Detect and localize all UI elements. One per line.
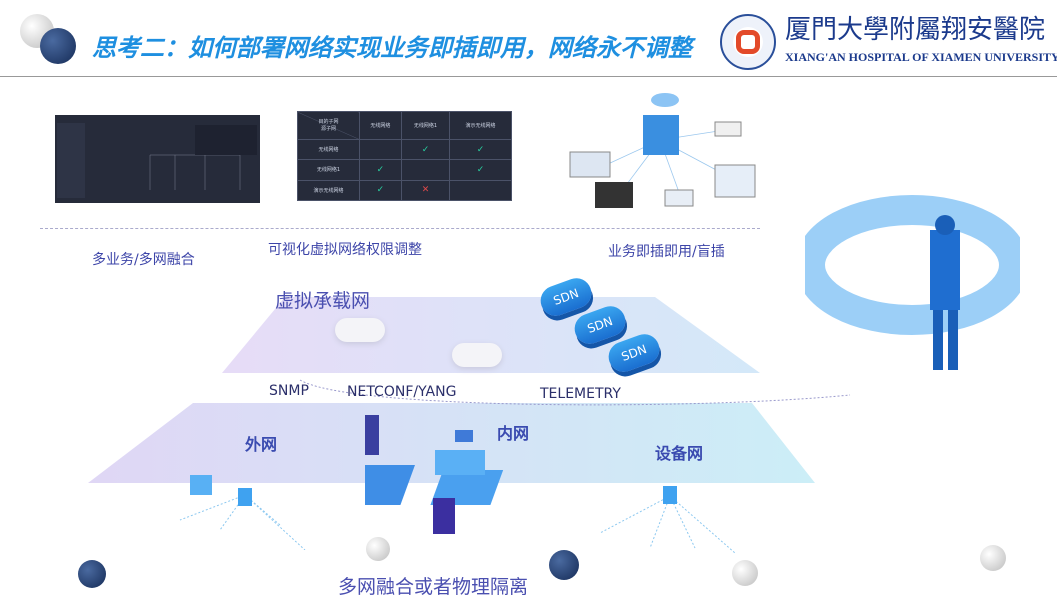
table-row: 演示无线网络✓✕: [297, 179, 512, 202]
net-inner: 内网: [497, 424, 530, 443]
cell: ✓: [449, 138, 512, 161]
header-divider: [0, 76, 1057, 77]
cell: ✓: [358, 179, 402, 202]
corner-bottom: 源子网: [320, 126, 336, 133]
col-header: 演示无线网络: [449, 111, 512, 140]
row-name: 无线网络: [297, 138, 360, 161]
bottom-label: 多网融合或者物理隔离: [338, 576, 529, 598]
protocol-netconf: NETCONF/YANG: [347, 384, 457, 400]
sdn-label: SDN: [619, 342, 649, 364]
label-visual: 可视化虚拟网络权限调整: [268, 242, 422, 258]
decor-ball: [366, 537, 390, 561]
cloud-icon: [452, 343, 502, 367]
decor-ball: [980, 545, 1006, 571]
sdn-label: SDN: [585, 314, 615, 336]
label-multi: 多业务/多网融合: [92, 252, 195, 268]
cell: [400, 159, 451, 181]
sdn-label: SDN: [551, 286, 581, 308]
topology-screenshot: [55, 115, 260, 203]
hologram-illustration: [795, 190, 1029, 380]
row-name: 无线网络1: [297, 159, 360, 181]
section-divider: [40, 228, 760, 229]
cell: ✓: [400, 138, 451, 161]
decor-ball: [40, 28, 76, 64]
cell: ✕: [400, 179, 451, 202]
hospital-seal-logo: [720, 14, 776, 70]
cell: [358, 138, 402, 161]
devices-illustration: [555, 90, 775, 215]
col-header: 无线网络1: [400, 111, 451, 140]
sdn-cloud: SDN: [604, 330, 664, 376]
row-name: 演示无线网络: [297, 179, 360, 202]
protocol-snmp: SNMP: [269, 383, 309, 399]
cell: [449, 179, 512, 202]
cell: ✓: [358, 159, 402, 181]
virtual-network-label: 虚拟承载网: [275, 290, 371, 312]
decor-ball: [732, 560, 758, 586]
device-node-tree: [585, 478, 745, 558]
label-plug: 业务即插即用/盲插: [608, 244, 725, 260]
logo-cn: 厦門大學附屬翔安醫院: [785, 15, 1046, 45]
corner-top: 目的子网: [318, 119, 339, 126]
datacenter-illustration: [340, 410, 545, 535]
protocol-telemetry: TELEMETRY: [540, 386, 621, 402]
cell: ✓: [449, 159, 512, 181]
decor-ball: [549, 550, 579, 580]
outer-node-tree: [160, 470, 320, 551]
logo-en: XIANG'AN HOSPITAL OF XIAMEN UNIVERSITY: [785, 50, 1057, 64]
decor-ball: [78, 560, 106, 588]
page-title: 思考二：如何部署网络实现业务即插即用，网络永不调整: [92, 34, 692, 62]
net-device: 设备网: [655, 444, 704, 463]
table-row: 无线网络1✓✓: [297, 159, 512, 181]
net-outer: 外网: [245, 435, 278, 454]
table-row: 无线网络 ✓✓: [297, 138, 512, 161]
col-header: 无线网络: [358, 111, 402, 140]
cloud-icon: [335, 318, 385, 342]
